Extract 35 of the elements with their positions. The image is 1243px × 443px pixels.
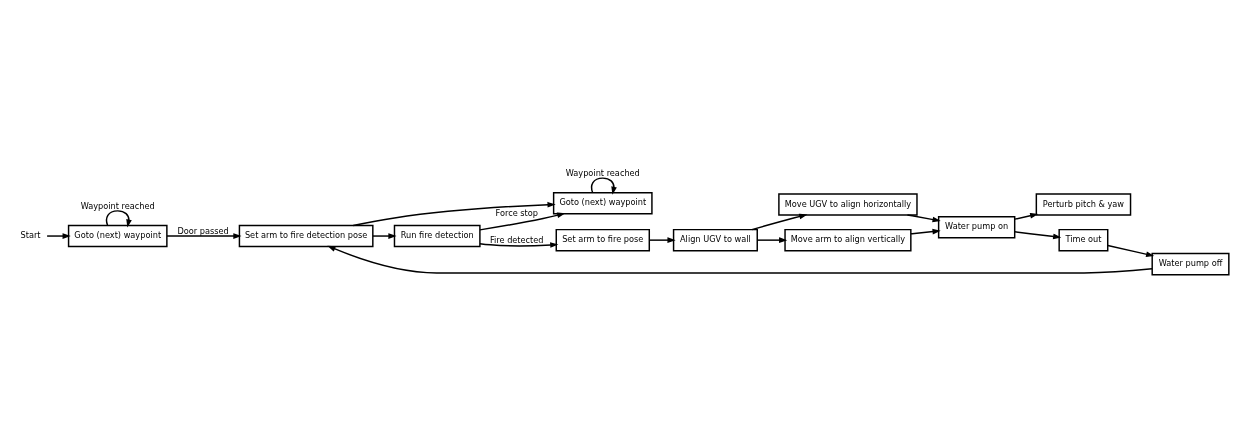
node-box: Align UGV to wall bbox=[672, 228, 758, 251]
arrow bbox=[352, 201, 556, 226]
arrow bbox=[906, 213, 941, 222]
node-box: Goto (next) waypoint bbox=[67, 224, 168, 247]
arrow bbox=[1014, 230, 1062, 239]
node-box: Time out bbox=[1058, 228, 1109, 251]
node-box: Run fire detection bbox=[393, 224, 481, 247]
node-box: Water pump off bbox=[1151, 252, 1230, 275]
arrow bbox=[910, 228, 941, 235]
edge-label: Door passed bbox=[177, 225, 229, 236]
node-box: Set arm to fire pose bbox=[555, 228, 650, 251]
node-box: Set arm to fire detection pose bbox=[238, 224, 374, 247]
arrow bbox=[648, 236, 676, 243]
node-box: Perturb pitch & yaw bbox=[1035, 192, 1132, 216]
node-box: Water pump on bbox=[937, 215, 1016, 239]
node-box: Goto (next) waypoint bbox=[552, 191, 653, 215]
node-box: Move UGV to align horizontally bbox=[778, 192, 918, 216]
arrow bbox=[1014, 212, 1039, 220]
arrow bbox=[751, 213, 808, 230]
edge-label: Fire detected bbox=[489, 234, 544, 245]
node-text: Start bbox=[20, 229, 41, 240]
edge-label: Waypoint reached bbox=[80, 200, 155, 211]
arrow bbox=[372, 232, 397, 239]
arrow bbox=[46, 232, 71, 239]
arrow bbox=[479, 211, 566, 231]
arrow bbox=[590, 176, 617, 195]
node-box: Move arm to align vertically bbox=[784, 228, 912, 251]
edge-label: Waypoint reached bbox=[565, 167, 640, 178]
arrow bbox=[105, 209, 132, 228]
arrow bbox=[166, 232, 242, 239]
arrow bbox=[756, 236, 788, 243]
edge-label: Force stop bbox=[495, 207, 538, 218]
arrow bbox=[1107, 244, 1155, 257]
arrow bbox=[327, 245, 1153, 274]
arrow bbox=[479, 241, 559, 248]
